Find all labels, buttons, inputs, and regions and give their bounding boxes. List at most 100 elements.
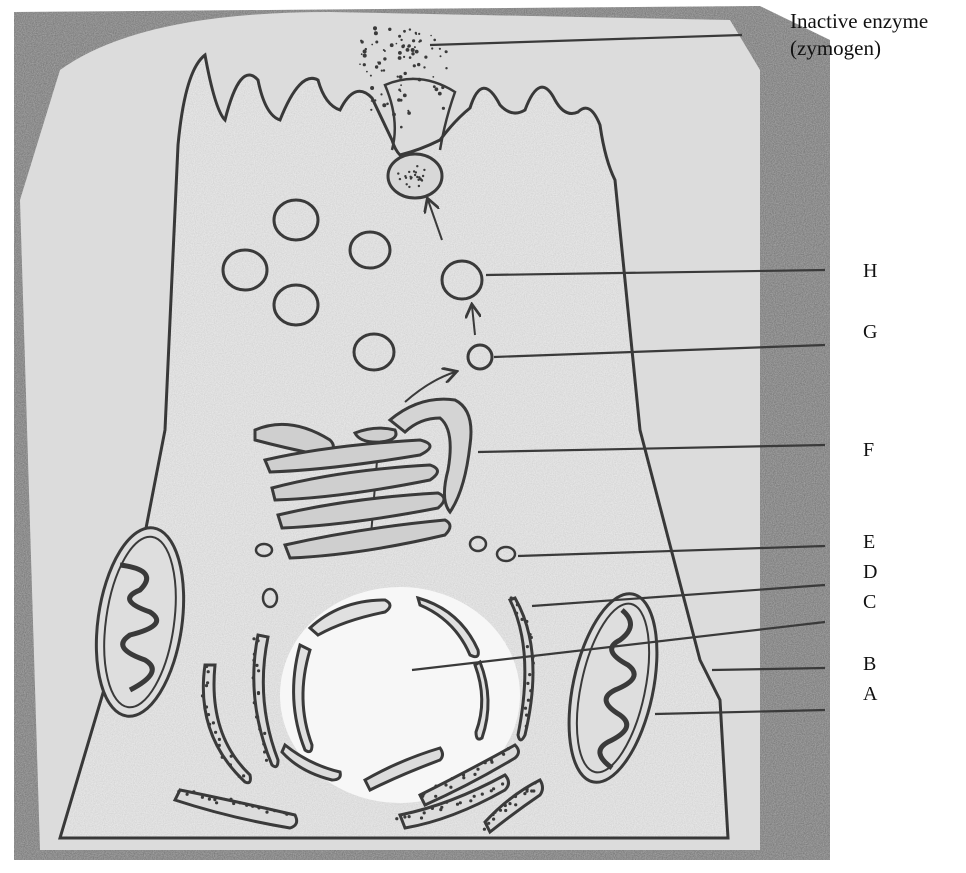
zymogen-granule [415,50,419,54]
zymogen-granule [397,76,399,78]
zymogen-granule [413,64,416,67]
ribosome [492,818,495,821]
zymogen-granule [418,78,421,81]
ribosome [252,659,255,662]
ribosome [218,738,221,741]
zymogen-granule [360,40,362,42]
zymogen-granule [442,107,445,110]
zymogen-granule [441,86,444,89]
ribosome [423,811,426,814]
ribosome [252,637,255,640]
ribosome [229,763,232,766]
ribosome [408,815,411,818]
ribosome [516,603,519,606]
zymogen-granule [409,56,412,59]
zymogen-granule [416,176,418,178]
ribosome [499,809,502,812]
zymogen-granule [388,28,391,31]
ribosome [462,773,465,776]
zymogen-granule [430,35,432,37]
ribosome [245,804,248,807]
ribosome [257,692,260,695]
ribosome [529,689,532,692]
ribosome [504,809,507,812]
ribosome [456,803,459,806]
zymogen-granule [433,39,436,42]
ribosome [508,802,511,805]
ribosome [515,612,518,615]
ribosome [530,636,533,639]
ribosome [445,801,448,804]
ribosome [420,816,423,819]
ribosome [265,811,268,814]
zymogen-granule [409,28,411,30]
ribosome [253,701,256,704]
zymogen-granule [414,174,416,176]
ribosome [492,787,495,790]
zymogen-granule [383,69,385,71]
zymogen-granule [390,43,394,47]
zymogen-granule [359,63,361,65]
ribosome [449,786,452,789]
zymogen-caption-line1: Inactive enzyme [790,8,928,35]
ribosome [177,790,180,793]
ribosome [525,714,528,717]
ribosome [403,815,406,818]
ribosome [526,682,529,685]
zymogen-granule [386,103,389,106]
zymogen-granule [403,94,407,98]
ribosome [431,807,434,810]
zymogen-granule [377,61,379,63]
ribosome [257,669,260,672]
ribosome [251,805,254,808]
zymogen-granule [374,31,378,35]
zymogen-granule [370,86,374,90]
label-h: H [863,261,877,281]
ribosome [242,774,245,777]
ribosome [526,645,529,648]
label-c: C [863,592,876,612]
ribosome [529,633,532,636]
zymogen-granule [412,78,414,80]
label-f: F [863,440,874,460]
zymogen-granule [400,39,402,41]
ribosome [257,639,260,642]
zymogen-granule [424,56,427,59]
ribosome [255,715,258,718]
zymogen-granule [438,92,442,96]
ribosome [504,804,507,807]
ribosome [493,811,496,814]
zymogen-granule [381,70,383,72]
ribosome [218,744,221,747]
zymogen-caption-line2: (zymogen) [790,35,928,62]
zymogen-granule [440,55,442,57]
zymogen-granule [363,50,367,54]
ribosome [253,653,256,656]
zymogen-granule [411,52,414,55]
ribosome [521,618,524,621]
ribosome [201,694,204,697]
ribosome [514,803,517,806]
ribosome [215,801,218,804]
ribosome [208,798,211,801]
zymogen-granule [399,178,401,180]
ribosome [525,725,528,728]
label-g: G [863,322,877,342]
ribosome [214,731,217,734]
ribosome [510,596,513,599]
ribosome [206,681,209,684]
ribosome [473,773,476,776]
ribosome [444,783,447,786]
zymogen-granule [417,63,420,66]
zymogen-granule [420,179,422,181]
ribosome [451,777,454,780]
zymogen-granule [408,186,410,188]
ribosome [252,676,255,679]
ribosome [208,723,211,726]
zymogen-granule [407,46,409,48]
zymogen-granule [402,44,405,47]
ribosome [205,705,208,708]
zymogen-granule [392,113,396,117]
ribosome [459,801,462,804]
